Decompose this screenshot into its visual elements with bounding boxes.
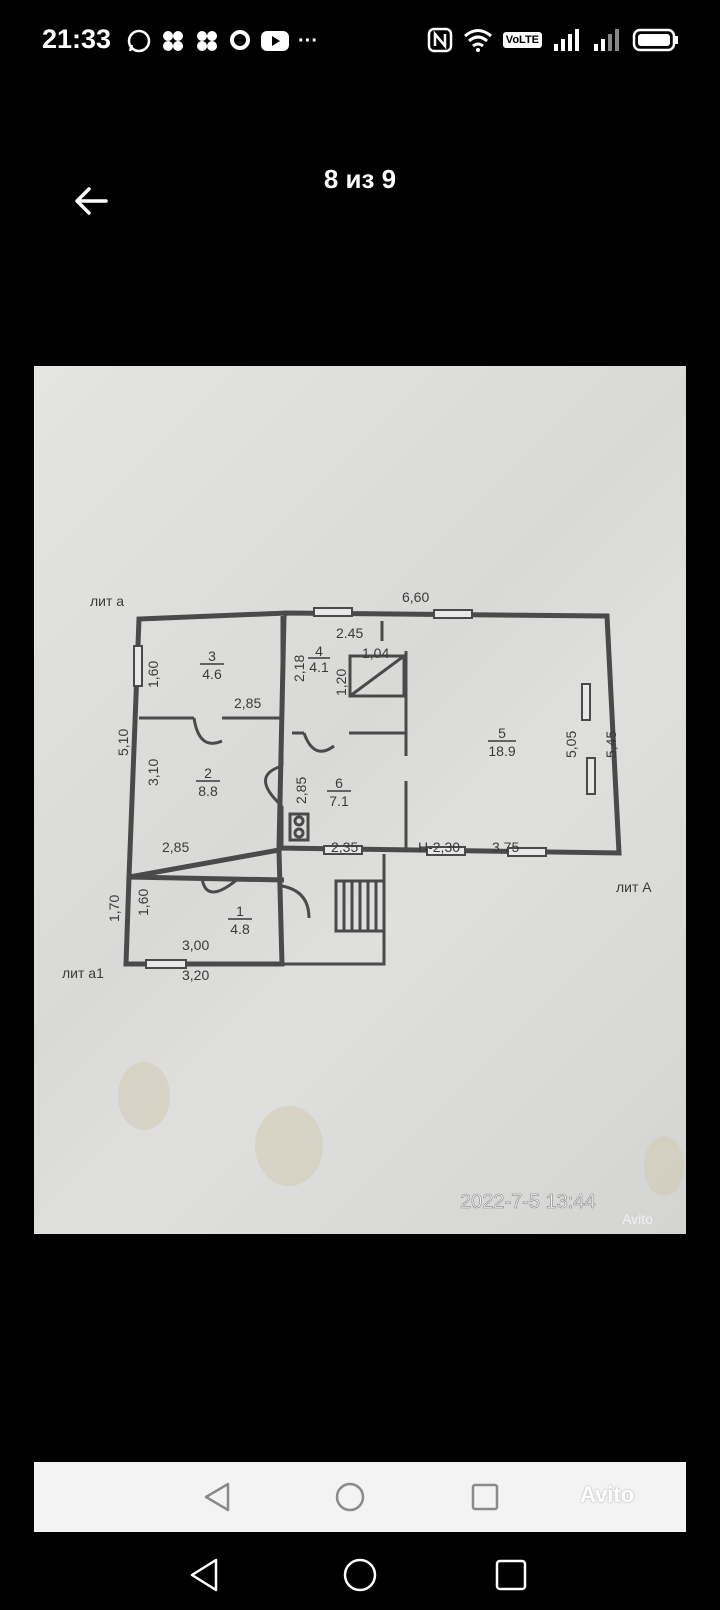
photo-timestamp: 2022-7-5 13:44 — [460, 1191, 596, 1213]
dim-285-mid: 2,85 — [234, 695, 261, 711]
system-icons: VoLTE — [427, 27, 680, 53]
dim-235: 2,35 — [331, 839, 358, 855]
signal-icon — [594, 29, 619, 51]
dim-245: 2.45 — [336, 625, 363, 641]
image-counter: 8 из 9 — [323, 164, 397, 194]
dim-505: 5,05 — [563, 731, 579, 758]
room2-area: 8.8 — [198, 783, 218, 799]
notification-icons: ··· — [126, 28, 318, 54]
dim-320: 3,20 — [182, 967, 209, 983]
room3-number: 3 — [208, 648, 216, 664]
room6-area: 7.1 — [329, 793, 349, 809]
app-dots-icon — [163, 31, 183, 51]
home-circle-icon[interactable] — [342, 1557, 378, 1593]
back-triangle-icon[interactable] — [202, 1481, 232, 1513]
dim-545: 5,45 — [603, 731, 619, 758]
arrow-left-icon — [75, 187, 108, 215]
dim-h230: Н-2,30 — [418, 839, 460, 855]
dim-top: 6,60 — [402, 589, 429, 605]
chat-bubble-icon — [230, 30, 250, 50]
room5-area: 18.9 — [488, 743, 515, 759]
youtube-icon — [261, 31, 289, 51]
room5-number: 5 — [498, 725, 506, 741]
nfc-icon — [427, 27, 453, 53]
status-bar: 21:33 ··· VoLTE — [0, 0, 720, 84]
status-time: 21:33 — [42, 24, 112, 54]
room1-area: 4.8 — [230, 921, 250, 937]
viewer-header: 8 из 9 — [0, 150, 720, 240]
room4-area: 4.1 — [309, 659, 329, 675]
dim-285-bottom: 2,85 — [162, 839, 189, 855]
dim-300: 3,00 — [182, 937, 209, 953]
inner-navigation-bar: Avito — [34, 1462, 686, 1532]
dim-104: 1,04 — [362, 645, 389, 661]
back-triangle-icon[interactable] — [188, 1557, 220, 1593]
room2-number: 2 — [204, 765, 212, 781]
label-lit-a1: лит а1 — [62, 965, 104, 981]
dim-375: 3,75 — [492, 839, 519, 855]
floor-plan-photo[interactable]: лит а лит А лит а1 6,60 2.45 1,04 2,85 2… — [34, 366, 686, 1234]
wifi-icon — [463, 29, 492, 52]
more-icon: ··· — [298, 29, 318, 52]
avito-watermark: Avito — [622, 1211, 653, 1227]
battery-icon — [632, 28, 678, 52]
dim-310: 3,10 — [145, 759, 161, 786]
dim-160-top: 1,60 — [145, 661, 161, 688]
label-lit-a: лит а — [90, 593, 124, 609]
system-navigation-bar — [0, 1540, 720, 1610]
avito-watermark-nav: Avito — [580, 1482, 635, 1507]
room4-number: 4 — [315, 643, 323, 659]
label-lit-A: лит А — [616, 879, 652, 895]
volte-icon: VoLTE — [502, 32, 542, 48]
whatsapp-icon — [127, 29, 151, 53]
dim-120: 1,20 — [333, 669, 349, 696]
room1-number: 1 — [236, 903, 244, 919]
signal-icon — [554, 29, 579, 51]
app-dots-icon — [197, 31, 217, 51]
dim-510: 5,10 — [115, 729, 131, 756]
room3-area: 4.6 — [202, 666, 222, 682]
dim-170: 1,70 — [106, 895, 122, 922]
dim-218: 2,18 — [291, 655, 307, 682]
dim-285-v: 2,85 — [293, 777, 309, 804]
back-button[interactable] — [64, 174, 118, 228]
recents-square-icon[interactable] — [470, 1482, 500, 1512]
dim-160-bottom: 1,60 — [135, 889, 151, 916]
home-circle-icon[interactable] — [334, 1481, 366, 1513]
recents-square-icon[interactable] — [494, 1558, 528, 1592]
room6-number: 6 — [335, 775, 343, 791]
